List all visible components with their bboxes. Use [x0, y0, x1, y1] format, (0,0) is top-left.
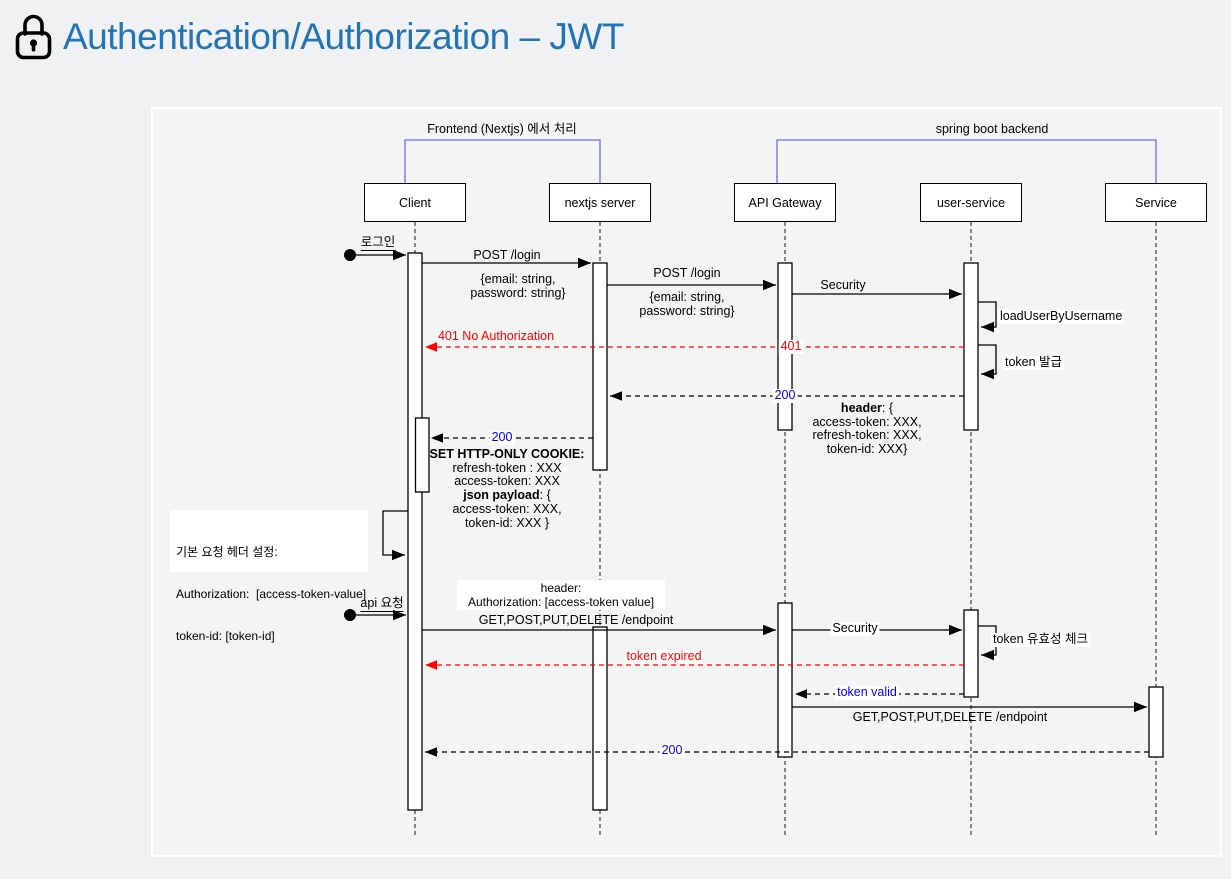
call-arrows	[356, 249, 1147, 713]
group-label-backend: spring boot backend	[935, 122, 1049, 136]
msg-login-trigger: 로그인	[360, 235, 396, 251]
actor-user-service: user-service	[920, 183, 1022, 222]
msg-token-valid: token valid	[835, 685, 899, 700]
diagram-panel	[151, 107, 1222, 857]
msg-get-endpoint-1: GET,POST,PUT,DELETE /endpoint	[478, 613, 674, 627]
note-default-header-config: 기본 요청 헤더 설정: Authorization: [access-toke…	[170, 510, 368, 643]
msg-get-endpoint-2: GET,POST,PUT,DELETE /endpoint	[852, 710, 1048, 724]
start-node-login	[344, 249, 356, 261]
group-label-frontend: Frontend (Nextjs) 에서 처리	[427, 122, 577, 136]
msg-token-expired: token expired	[624, 649, 704, 664]
msg-post-login-1: POST /login	[473, 248, 541, 262]
page-title: Authentication/Authorization – JWT	[13, 13, 624, 61]
msg-200-3: 200	[659, 743, 685, 758]
msg-200-2: 200	[489, 430, 515, 445]
msg-401-no-authorization: 401 No Authorization	[437, 329, 555, 343]
msg-200-1: 200	[772, 388, 798, 403]
actor-service: Service	[1105, 183, 1207, 222]
actor-client: Client	[364, 183, 466, 222]
msg-login-body-1: {email: string, password: string}	[470, 272, 566, 300]
note-set-cookie: SET HTTP-ONLY COOKIE: refresh-token : XX…	[429, 447, 585, 530]
msg-login-body-2: {email: string, password: string}	[639, 290, 735, 318]
group-bracket-backend	[776, 139, 1157, 183]
start-node-api	[344, 609, 356, 621]
msg-401-code: 401	[778, 339, 804, 354]
activation-bars	[407, 252, 1164, 811]
msg-security-2: Security	[830, 621, 880, 636]
note-request-header: header: Authorization: [access-token val…	[457, 580, 665, 610]
lock-icon	[13, 13, 54, 61]
msg-token-issue: token 발급	[1003, 355, 1065, 370]
note-response-header: header: { access-token: XXX, refresh-tok…	[812, 401, 922, 456]
msg-api-trigger: api 요청	[360, 596, 404, 612]
msg-load-user-by-username: loadUserByUsername	[998, 309, 1125, 324]
actor-nextjs-server: nextjs server	[549, 183, 651, 222]
msg-post-login-2: POST /login	[653, 266, 721, 280]
msg-token-check: token 유효성 체크	[991, 632, 1091, 647]
msg-security-1: Security	[820, 278, 866, 292]
group-bracket-frontend	[404, 139, 601, 183]
page-title-text: Authentication/Authorization – JWT	[63, 15, 624, 57]
actor-api-gateway: API Gateway	[734, 183, 836, 222]
